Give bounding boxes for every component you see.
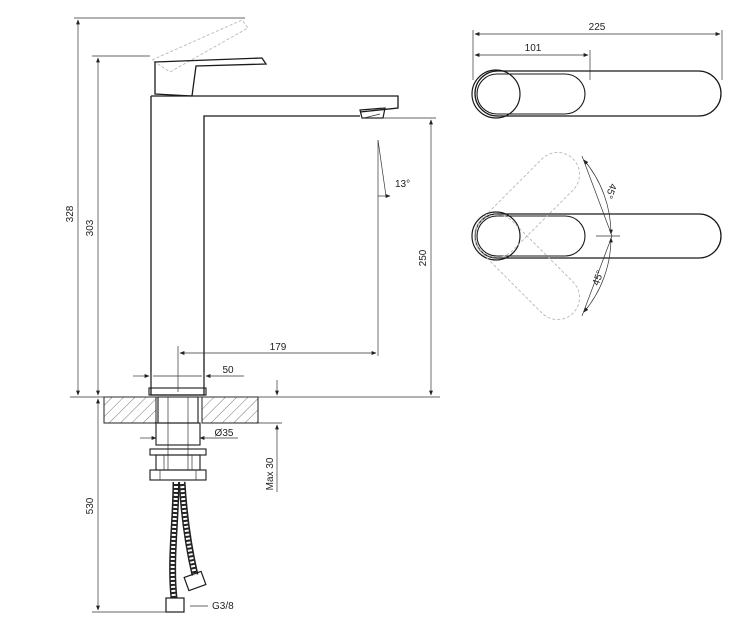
dim-handle-length: 225 — [589, 22, 606, 33]
dim-outlet-height: 250 — [418, 249, 429, 266]
dim-rotation-up: 45° — [603, 182, 619, 200]
side-dimensions: 328 303 250 530 13° 179 50 Ø35 — [65, 17, 440, 613]
dim-spout-height: 303 — [85, 219, 96, 236]
lever-top-outline — [474, 70, 722, 117]
supply-hoses — [165, 481, 207, 613]
faucet-side-view — [148, 19, 399, 396]
countertop-section — [103, 396, 259, 424]
top-view-rotation: 45° 45° — [471, 152, 722, 320]
dim-handle-offset: 101 — [525, 43, 542, 54]
dim-rotation-down: 45° — [591, 269, 607, 287]
base-circle-top — [471, 69, 521, 119]
lever-ghost-outline — [151, 19, 249, 73]
top-view-handle: 225 101 — [471, 22, 723, 119]
mounting-nut — [155, 454, 201, 471]
base-ring — [148, 387, 207, 396]
faucet-column — [150, 96, 360, 396]
hose-nut-left — [165, 597, 185, 613]
dim-thread-dia: Ø35 — [215, 428, 234, 439]
base-circle-rotation — [471, 211, 521, 261]
mounting-washer — [149, 448, 207, 456]
dim-counter-thickness: Max 30 — [265, 457, 276, 490]
rotated-lever-ghosts — [474, 152, 580, 320]
dim-spray-angle: 13° — [395, 179, 410, 190]
dim-base-width: 50 — [222, 365, 234, 376]
dim-total-height: 328 — [65, 205, 76, 222]
dim-below-counter: 530 — [85, 497, 96, 514]
lever-handle — [154, 57, 268, 97]
dim-connector: G3/8 — [212, 601, 234, 612]
dim-reach: 179 — [270, 342, 287, 353]
mounting-shank — [149, 396, 207, 481]
hose-nut-right — [183, 570, 207, 592]
